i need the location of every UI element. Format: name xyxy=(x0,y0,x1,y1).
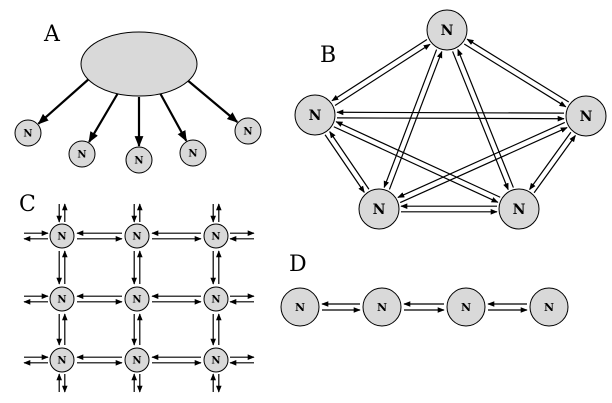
panel-b-edge-3-5-backward xyxy=(533,134,576,194)
panel-d-node-3: N xyxy=(446,287,486,327)
panel-c-node-3-2-circle xyxy=(124,347,150,373)
panel-b-node-5-label: N xyxy=(513,202,526,218)
panel-a-edge-2 xyxy=(88,92,119,143)
panel-c-node-2-3: N xyxy=(203,286,229,312)
panel-b-edge-1-3-forward xyxy=(463,43,567,108)
panel-c-node-3-1: N xyxy=(49,347,75,373)
panel-b-edge-1-3-backward xyxy=(466,38,570,103)
panel-b-edge-2-3-forward xyxy=(336,115,565,122)
panel-label-d: D xyxy=(289,252,307,277)
panel-a-edge-5 xyxy=(185,78,239,123)
panel-a-node-1: N xyxy=(14,119,42,147)
panel-b-node-2: N xyxy=(294,94,336,136)
panel-b-node-1: N xyxy=(426,9,468,51)
panel-c-node-3-2: N xyxy=(124,347,150,373)
panel-d-node-2-label: N xyxy=(377,301,387,314)
panel-c-node-2-2-circle xyxy=(124,286,150,312)
panel-b-node-5: N xyxy=(498,188,540,230)
panel-a-node-4-label: N xyxy=(188,149,197,160)
panel-c-node-1-2: N xyxy=(124,223,150,249)
panel-d-node-4-circle xyxy=(529,287,569,327)
panel-a-node-1-label: N xyxy=(23,129,32,140)
panel-a-node-2-label: N xyxy=(77,150,86,161)
panel-d-node-1: N xyxy=(280,287,320,327)
panel-a-node-4-circle xyxy=(179,139,207,167)
panel-d-node-1-label: N xyxy=(295,301,305,314)
panel-b-edge-1-5-forward xyxy=(452,51,509,191)
panel-c-node-2-1-label: N xyxy=(57,295,66,306)
panel-label-c: C xyxy=(19,192,36,217)
panel-c-node-3-3: N xyxy=(203,347,229,373)
panel-b-node-2-label: N xyxy=(309,108,322,124)
panel-b-edge-2-4-forward xyxy=(324,134,365,193)
panel-b-edge-2-3-backward xyxy=(336,109,565,116)
panel-b-node-5-circle xyxy=(498,188,540,230)
panel-a-node-5: N xyxy=(234,117,262,145)
panel-a-node-3-label: N xyxy=(134,156,143,167)
panel-b-edge-1-4-backward xyxy=(388,50,443,190)
panel-c-node-1-1: N xyxy=(49,223,75,249)
panel-c-node-3-3-circle xyxy=(203,347,229,373)
panel-a-edge-4 xyxy=(159,92,188,142)
panel-d-node-2-circle xyxy=(362,287,402,327)
panel-b-node-4: N xyxy=(358,188,400,230)
panel-c-node-1-2-circle xyxy=(124,223,150,249)
panel-c-node-1-1-circle xyxy=(49,223,75,249)
panel-label-a: A xyxy=(43,22,61,47)
panel-d-node-3-circle xyxy=(446,287,486,327)
panel-b-node-4-circle xyxy=(358,188,400,230)
panel-b-edge-1-2-backward xyxy=(334,43,431,106)
panel-c-node-1-3-circle xyxy=(203,223,229,249)
panel-d-node-4: N xyxy=(529,287,569,327)
panel-d-node-2: N xyxy=(362,287,402,327)
panel-a-node-5-label: N xyxy=(243,127,252,138)
panel-b-edge-3-5-forward xyxy=(529,131,572,191)
panel-c-node-3-2-label: N xyxy=(132,356,141,367)
nodes-layer: N N N N N N N N N N N N N N N N N N N N N N N xyxy=(14,9,607,373)
panel-d-node-4-label: N xyxy=(544,301,554,314)
panel-b-node-4-label: N xyxy=(373,202,386,218)
panel-d-node-1-circle xyxy=(280,287,320,327)
panel-a-node-5-circle xyxy=(234,117,262,145)
panel-d-node-3-label: N xyxy=(461,301,471,314)
panel-b-node-1-label: N xyxy=(441,23,454,39)
panel-c-node-3-1-circle xyxy=(49,347,75,373)
panel-a-node-2: N xyxy=(68,140,96,168)
panel-a-node-2-circle xyxy=(68,140,96,168)
panel-a-hub-ellipse xyxy=(80,31,198,97)
panel-b-node-1-circle xyxy=(426,9,468,51)
panel-b-node-3: N xyxy=(565,95,607,137)
panel-c-node-2-2-label: N xyxy=(132,295,141,306)
panel-b-node-2-circle xyxy=(294,94,336,136)
panel-c-node-2-2: N xyxy=(124,286,150,312)
panel-c-node-2-3-label: N xyxy=(211,295,220,306)
panel-b-node-3-circle xyxy=(565,95,607,137)
panel-b-edge-2-4-backward xyxy=(329,131,370,190)
panel-b-edge-3-4-backward xyxy=(399,127,568,204)
panel-c-node-2-3-circle xyxy=(203,286,229,312)
panel-c-node-2-1-circle xyxy=(49,286,75,312)
panel-c-node-3-3-label: N xyxy=(211,356,220,367)
panel-c-node-1-3-label: N xyxy=(211,232,220,243)
panel-b-edge-1-2-forward xyxy=(331,39,428,102)
panel-c-node-3-1-label: N xyxy=(57,356,66,367)
panel-b-node-3-label: N xyxy=(580,109,593,125)
edges-layer xyxy=(23,38,576,393)
panel-c-node-1-2-label: N xyxy=(132,232,141,243)
panel-a-node-4: N xyxy=(179,139,207,167)
panel-c-node-1-3: N xyxy=(203,223,229,249)
panel-b-edge-2-5-forward xyxy=(333,126,499,203)
panel-a-node-3: N xyxy=(125,146,153,174)
panel-a-edge-1 xyxy=(37,77,91,125)
panel-a-node-1-circle xyxy=(14,119,42,147)
panel-c-node-2-1: N xyxy=(49,286,75,312)
panel-label-b: B xyxy=(320,43,336,68)
panel-b-edge-2-5-backward xyxy=(335,121,501,198)
panel-c-node-1-1-label: N xyxy=(57,232,66,243)
panel-a-node-3-circle xyxy=(125,146,153,174)
panel-b-edge-3-4-forward xyxy=(397,121,566,198)
